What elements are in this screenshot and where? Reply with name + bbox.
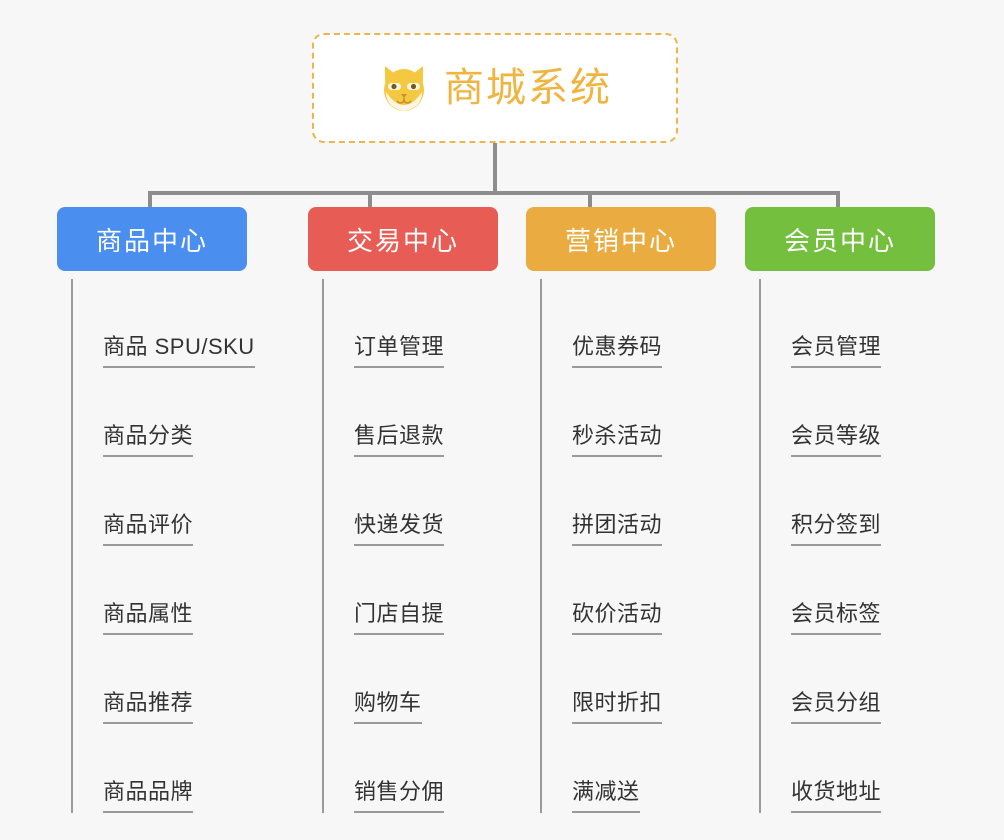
list-item[interactable]: 砍价活动 (544, 546, 716, 635)
shiba-dog-icon (378, 62, 430, 114)
list-item[interactable]: 快递发货 (326, 457, 498, 546)
list-item[interactable]: 商品 SPU/SKU (75, 279, 255, 368)
item-label: 优惠券码 (572, 329, 663, 368)
item-label: 购物车 (354, 685, 422, 724)
connector-drop-2 (368, 191, 372, 209)
category-label-2: 交易中心 (346, 225, 459, 256)
list-item[interactable]: 会员分组 (763, 635, 935, 724)
connector-drop-4 (836, 191, 840, 209)
item-label: 门店自提 (354, 596, 445, 635)
list-item[interactable]: 订单管理 (326, 279, 498, 368)
item-label: 商品评价 (103, 507, 194, 546)
item-label: 满减送 (572, 774, 640, 813)
list-item[interactable]: 限时折扣 (544, 635, 716, 724)
item-list-4: 会员管理 会员等级 积分签到 会员标签 会员分组 收货地址 (759, 279, 935, 813)
list-item[interactable]: 积分签到 (763, 457, 935, 546)
category-header-2[interactable]: 交易中心 (308, 207, 498, 271)
connector-root-stem (493, 143, 497, 193)
list-item[interactable]: 商品评价 (75, 457, 247, 546)
list-item[interactable]: 会员等级 (763, 368, 935, 457)
category-label-3: 营销中心 (564, 225, 677, 256)
list-item[interactable]: 商品推荐 (75, 635, 247, 724)
item-label: 拼团活动 (572, 507, 663, 546)
item-list-3: 优惠券码 秒杀活动 拼团活动 砍价活动 限时折扣 满减送 (540, 279, 716, 813)
item-label: 会员等级 (791, 418, 882, 457)
list-item[interactable]: 购物车 (326, 635, 498, 724)
connector-drop-1 (148, 191, 152, 209)
item-label: 商品 SPU/SKU (103, 329, 255, 368)
item-label: 商品推荐 (103, 685, 194, 724)
item-list-1: 商品 SPU/SKU 商品分类 商品评价 商品属性 商品推荐 商品品牌 (71, 279, 255, 813)
root-node[interactable]: 商城系统 (312, 33, 678, 143)
item-label: 售后退款 (354, 418, 445, 457)
item-label: 商品属性 (103, 596, 194, 635)
branch-column-3: 营销中心 优惠券码 秒杀活动 拼团活动 砍价活动 限时折扣 满减送 (526, 207, 716, 813)
item-label: 收货地址 (791, 774, 882, 813)
item-label: 商品品牌 (103, 774, 194, 813)
list-item[interactable]: 会员管理 (763, 279, 935, 368)
list-item[interactable]: 门店自提 (326, 546, 498, 635)
root-title: 商城系统 (444, 66, 612, 110)
item-list-2: 订单管理 售后退款 快递发货 门店自提 购物车 销售分佣 (322, 279, 498, 813)
list-item[interactable]: 拼团活动 (544, 457, 716, 546)
branch-column-4: 会员中心 会员管理 会员等级 积分签到 会员标签 会员分组 收货地址 (745, 207, 935, 813)
item-label: 限时折扣 (572, 685, 663, 724)
list-item[interactable]: 销售分佣 (326, 724, 498, 813)
list-item[interactable]: 收货地址 (763, 724, 935, 813)
list-item[interactable]: 满减送 (544, 724, 716, 813)
list-item[interactable]: 商品属性 (75, 546, 247, 635)
item-label: 销售分佣 (354, 774, 445, 813)
category-header-3[interactable]: 营销中心 (526, 207, 716, 271)
list-item[interactable]: 商品分类 (75, 368, 247, 457)
list-item[interactable]: 商品品牌 (75, 724, 247, 813)
connector-drop-3 (588, 191, 592, 209)
item-label: 会员分组 (791, 685, 882, 724)
item-label: 会员管理 (791, 329, 882, 368)
list-item[interactable]: 售后退款 (326, 368, 498, 457)
branch-column-2: 交易中心 订单管理 售后退款 快递发货 门店自提 购物车 销售分佣 (308, 207, 498, 813)
item-label: 订单管理 (354, 329, 445, 368)
category-header-1[interactable]: 商品中心 (57, 207, 247, 271)
item-label: 会员标签 (791, 596, 882, 635)
category-label-1: 商品中心 (95, 225, 208, 256)
item-label: 商品分类 (103, 418, 194, 457)
category-header-4[interactable]: 会员中心 (745, 207, 935, 271)
category-label-4: 会员中心 (783, 225, 896, 256)
item-label: 积分签到 (791, 507, 882, 546)
item-label: 快递发货 (354, 507, 445, 546)
item-label: 秒杀活动 (572, 418, 663, 457)
branch-column-1: 商品中心 商品 SPU/SKU 商品分类 商品评价 商品属性 商品推荐 商品品牌 (57, 207, 255, 813)
list-item[interactable]: 优惠券码 (544, 279, 716, 368)
connector-horizontal-bus (148, 191, 840, 195)
list-item[interactable]: 会员标签 (763, 546, 935, 635)
list-item[interactable]: 秒杀活动 (544, 368, 716, 457)
item-label: 砍价活动 (572, 596, 663, 635)
